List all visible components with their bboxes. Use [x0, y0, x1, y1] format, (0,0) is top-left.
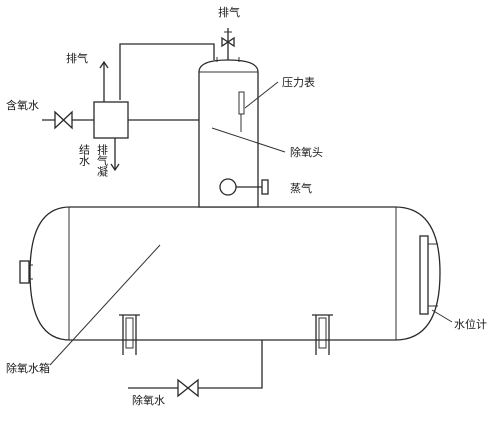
label-vent-left: 排气 [66, 51, 88, 65]
label-deaerator-head: 除氧头 [290, 145, 323, 159]
top-vent-pipe [216, 28, 240, 62]
tank-left-nozzle [19, 260, 33, 284]
label-vent-condensate-a: 排气凝 [96, 143, 109, 178]
label-oxygen-water-in: 含氧水 [6, 98, 39, 112]
oxygen-water-inlet [42, 110, 94, 130]
deaerator-water-tank [29, 206, 441, 341]
pressure-gauge [238, 91, 245, 132]
water-level-gauge [419, 235, 438, 315]
vent-condenser [93, 60, 199, 172]
label-deaerated-water: 除氧水 [132, 393, 165, 407]
label-vent-top: 排气 [218, 5, 240, 19]
tank-support-right [312, 314, 333, 355]
label-level-gauge: 水位计 [454, 317, 487, 331]
label-deaerator-tank: 除氧水箱 [6, 361, 50, 375]
label-pressure-gauge: 压力表 [282, 75, 315, 89]
vent-line-to-preheater [119, 43, 215, 100]
leader-lines [49, 81, 453, 366]
label-vent-condensate-b: 结水 [78, 144, 91, 166]
tank-support-left [119, 314, 140, 355]
steam-inlet [219, 178, 269, 196]
label-steam: 蒸气 [290, 181, 312, 195]
deaerated-water-outlet [128, 340, 263, 398]
